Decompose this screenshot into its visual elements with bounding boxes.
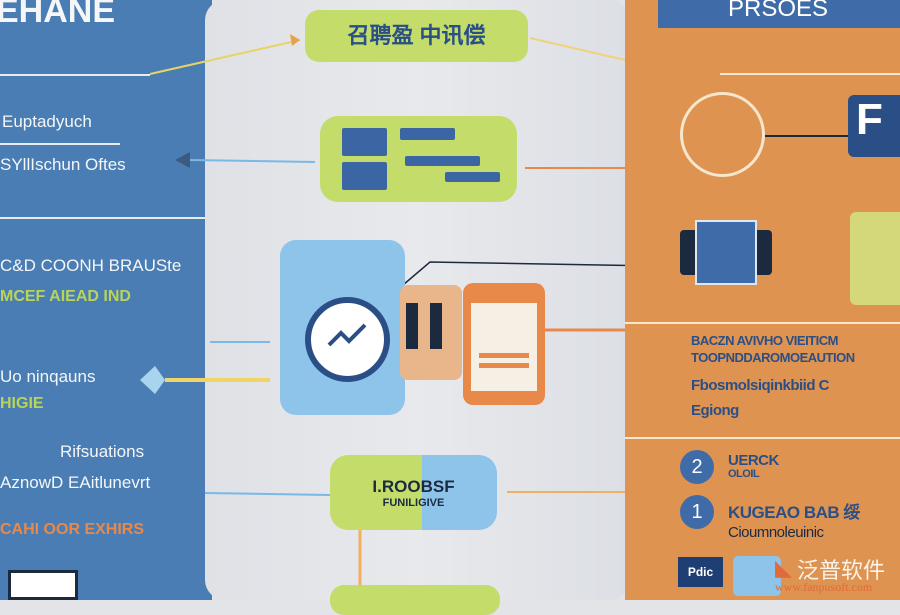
left-item: MCEF AIEAD IND [0, 288, 131, 305]
left-item: Uo ninqauns [0, 367, 96, 386]
watermark-url: www.fanpusoft.com [775, 580, 873, 594]
tablet-icon [463, 283, 545, 405]
list-icon [733, 556, 781, 596]
bar [406, 303, 418, 349]
bar [430, 303, 442, 349]
block-line: TOOPNDDAROMOEAUTION [691, 350, 855, 365]
table-doc-icon [850, 212, 900, 305]
left-item: HIGIE [0, 395, 44, 412]
step-text: OLOIL [728, 468, 760, 480]
block-line: Fbosmolsiqinkbiid C [691, 377, 830, 394]
bar [479, 353, 529, 358]
step-text: KUGEAO BAB 绥 [728, 503, 860, 522]
watermark-logo-icon: ◣ [775, 555, 792, 580]
document-icon [8, 570, 78, 600]
divider [625, 437, 900, 439]
right-panel: PRSOES F BACZN AVIVHO VIEITICM TOOPNDDAR… [625, 0, 900, 600]
divider [720, 73, 900, 75]
divider [0, 217, 210, 219]
right-title: PRSOES [658, 0, 900, 28]
left-item: Euptadyuch [2, 112, 92, 131]
trend-icon [305, 297, 390, 382]
block-line: Egiong [691, 402, 739, 419]
list-icon [342, 128, 387, 156]
left-item: C&D COONH BRAUSte [0, 256, 182, 275]
left-item: SYllIschun Oftes [0, 155, 126, 174]
step-badge: 2 [680, 450, 714, 484]
bottom-card [330, 585, 500, 615]
step-badge: 1 [680, 495, 714, 529]
clock-icon [680, 92, 765, 177]
pill-line1: I.ROOBSF [372, 477, 455, 496]
connector [765, 135, 850, 137]
top-label-pill: 召聘盈 中讯偿 [305, 10, 528, 62]
bottom-pill: I.ROOBSF FUNILIGIVE [330, 455, 497, 530]
tablet-screen [471, 303, 537, 391]
monitor-screen [695, 220, 757, 285]
list-card [320, 116, 517, 202]
hand-illustration [400, 285, 462, 380]
bar [405, 156, 480, 166]
step-text: UERCK [728, 452, 779, 469]
pill-line2: FUNILIGIVE [382, 497, 445, 509]
step-text: Cioumnoleuinic [728, 524, 824, 541]
divider [625, 322, 900, 324]
left-item: Rifsuations [60, 442, 145, 461]
bar [445, 172, 500, 182]
watermark-brand: 泛普软件 [797, 558, 886, 583]
left-item: AznowD EAitlunevrt [0, 473, 151, 492]
left-panel: EHANE Euptadyuch SYllIschun Oftes C&D CO… [0, 0, 212, 600]
block-line: BACZN AVIVHO VIEITICM [691, 333, 838, 348]
tag-box: Pdic [678, 557, 723, 587]
bar [479, 363, 529, 368]
bar [400, 128, 455, 140]
left-title: EHANE [0, 0, 116, 30]
f-box: F [848, 95, 900, 157]
left-item: CAHI OOR EXHIRS [0, 521, 145, 538]
divider [0, 143, 120, 145]
analytics-card [280, 240, 405, 415]
send-icon [342, 162, 387, 190]
divider [0, 74, 150, 76]
